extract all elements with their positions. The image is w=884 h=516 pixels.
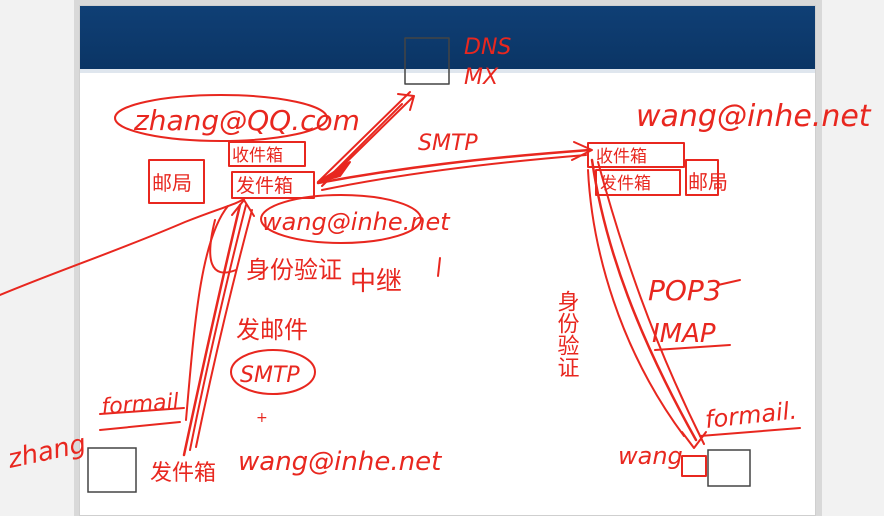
left-client-box [87,447,137,493]
retrieve-stroke-3 [587,169,685,437]
imap-label: IMAP [652,319,716,349]
smtp-relay-arrow-2 [321,154,587,191]
left-user-label: zhang [4,429,89,475]
client-loop-stroke [209,219,237,274]
cursor-plus: + [256,410,268,426]
dns-arrow-tip [317,161,351,183]
left-edge-stroke [0,197,246,296]
pop3-label: POP3 [648,274,722,307]
right-formail-underline [699,427,801,437]
right-mailbox-label: 邮局 [688,170,728,194]
forward-address-oval [260,194,422,244]
right-user-label: wang [618,442,683,470]
dns-query-arrow [317,91,411,183]
send-mail-label: 发邮件 [236,316,308,344]
left-client-recipient-label: wang@inhe.net [238,447,442,477]
client-send-arrow [182,203,242,457]
dns-label: DNS [464,35,511,60]
retrieve-stroke-2 [597,161,705,445]
left-outbox-box [231,171,315,199]
slide-title-rule [80,69,815,73]
left-client-outbox-label: 发件箱 [150,461,216,486]
left-formail-label: formail [101,390,180,420]
imap-underline [654,344,731,351]
forward-address-label: wang@inhe.net [262,208,451,236]
right-client-red-box [681,455,707,477]
left-mailbox-label: 邮局 [152,171,192,195]
right-auth-label: 身份验证 [554,290,580,378]
left-inbox-box [228,141,306,167]
relay-label: 中继 [350,267,402,297]
slide [79,5,816,516]
left-outbox-label: 发件箱 [236,175,293,197]
client-send-arrow-3 [195,209,253,448]
right-outbox-label: 发件箱 [600,174,651,194]
right-mailbox-box [685,159,719,196]
retrieve-stroke [590,158,698,442]
mx-label: MX [464,65,499,90]
client-return-stroke [185,205,229,421]
dns-query-arrowhead [321,93,415,187]
smtp-relay-arrowhead [571,141,593,161]
dns-server-box [404,37,450,85]
pop3-tick [717,279,741,286]
left-smtp-label: SMTP [240,363,300,388]
retrieve-arrowhead [681,431,707,449]
right-inbox-box [587,142,685,168]
client-send-arrowhead [231,199,255,217]
left-formail-underline [99,407,185,415]
smtp-relay-arrow [316,148,592,185]
right-inbox-label: 收件箱 [596,147,647,167]
left-mailbox-box [148,159,205,204]
left-domain-oval [114,94,328,142]
right-client-box [707,449,751,487]
left-auth-label: 身份验证 [246,256,342,284]
smtp-oval [230,349,316,395]
right-domain-label: wang@inhe.net [636,99,872,134]
left-domain-label: zhang@QQ.com [133,104,360,137]
relay-tick [437,257,441,277]
relay-smtp-label: SMTP [418,131,478,156]
dns-query-arrow-2 [325,103,403,181]
left-formail-underline-2 [99,421,181,431]
left-inbox-label: 收件箱 [232,146,283,166]
client-send-arrow-2 [189,204,247,451]
